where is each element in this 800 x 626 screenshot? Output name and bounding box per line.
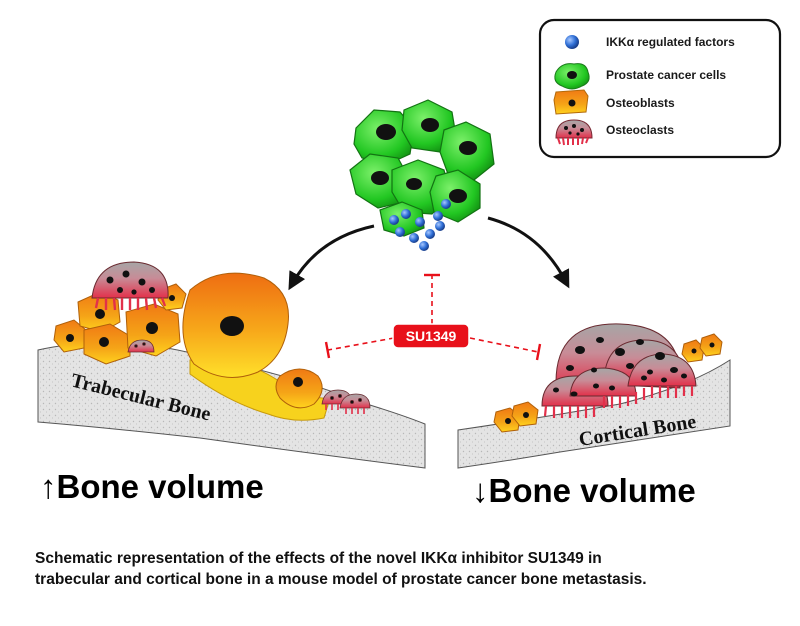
cortical-bone: Cortical Bone <box>457 323 731 469</box>
legend-label-osteoclasts: Osteoclasts <box>606 123 674 137</box>
inhibition-lines <box>324 273 542 361</box>
trabecular-bone: Trabecular Bone <box>37 261 426 469</box>
legend-cancer-cell-icon <box>554 63 590 90</box>
legend-factor-icon <box>565 35 579 49</box>
legend-label-factors: IKKα regulated factors <box>606 35 735 49</box>
factor-dot <box>409 233 419 243</box>
ikka-factors <box>389 199 451 251</box>
figure-caption: Schematic representation of the effects … <box>35 548 775 590</box>
outcome-left: ↑Bone volume <box>40 468 264 505</box>
factor-dot <box>433 211 443 221</box>
factor-dot <box>415 217 425 227</box>
caption-line-1: Schematic representation of the effects … <box>35 550 602 567</box>
down-arrow-icon: ↓ <box>472 472 489 509</box>
outcome-left-text: Bone volume <box>57 468 264 505</box>
arrow-to-cortical <box>487 216 570 289</box>
arrow-to-trabecular <box>288 224 375 291</box>
legend-osteoblast-icon <box>553 89 589 115</box>
prostate-cancer-cell-cluster <box>349 99 495 237</box>
factor-dot <box>395 227 405 237</box>
svg-text:↑Bone volume: ↑Bone volume <box>40 468 264 505</box>
factor-dot <box>435 221 445 231</box>
legend-box: IKKα regulated factors Prostate cancer c… <box>538 18 782 159</box>
drug-label: SU1349 <box>406 328 457 344</box>
legend-label-osteoblasts: Osteoblasts <box>606 96 675 110</box>
legend-label-cancer-cells: Prostate cancer cells <box>606 68 726 82</box>
caption-line-2: trabecular and cortical bone in a mouse … <box>35 571 647 588</box>
svg-text:↓Bone volume: ↓Bone volume <box>472 472 696 509</box>
factor-dot <box>425 229 435 239</box>
factor-dot <box>419 241 429 251</box>
legend-osteoclast-icon <box>555 119 593 146</box>
outcome-right-text: Bone volume <box>489 472 696 509</box>
factor-dot <box>441 199 451 209</box>
outcome-right: ↓Bone volume <box>472 472 696 509</box>
up-arrow-icon: ↑ <box>40 468 57 505</box>
factor-dot <box>401 209 411 219</box>
trabecular-osteoclast <box>91 261 169 311</box>
factor-dot <box>389 215 399 225</box>
su1349-drug-badge: SU1349 <box>392 323 470 349</box>
